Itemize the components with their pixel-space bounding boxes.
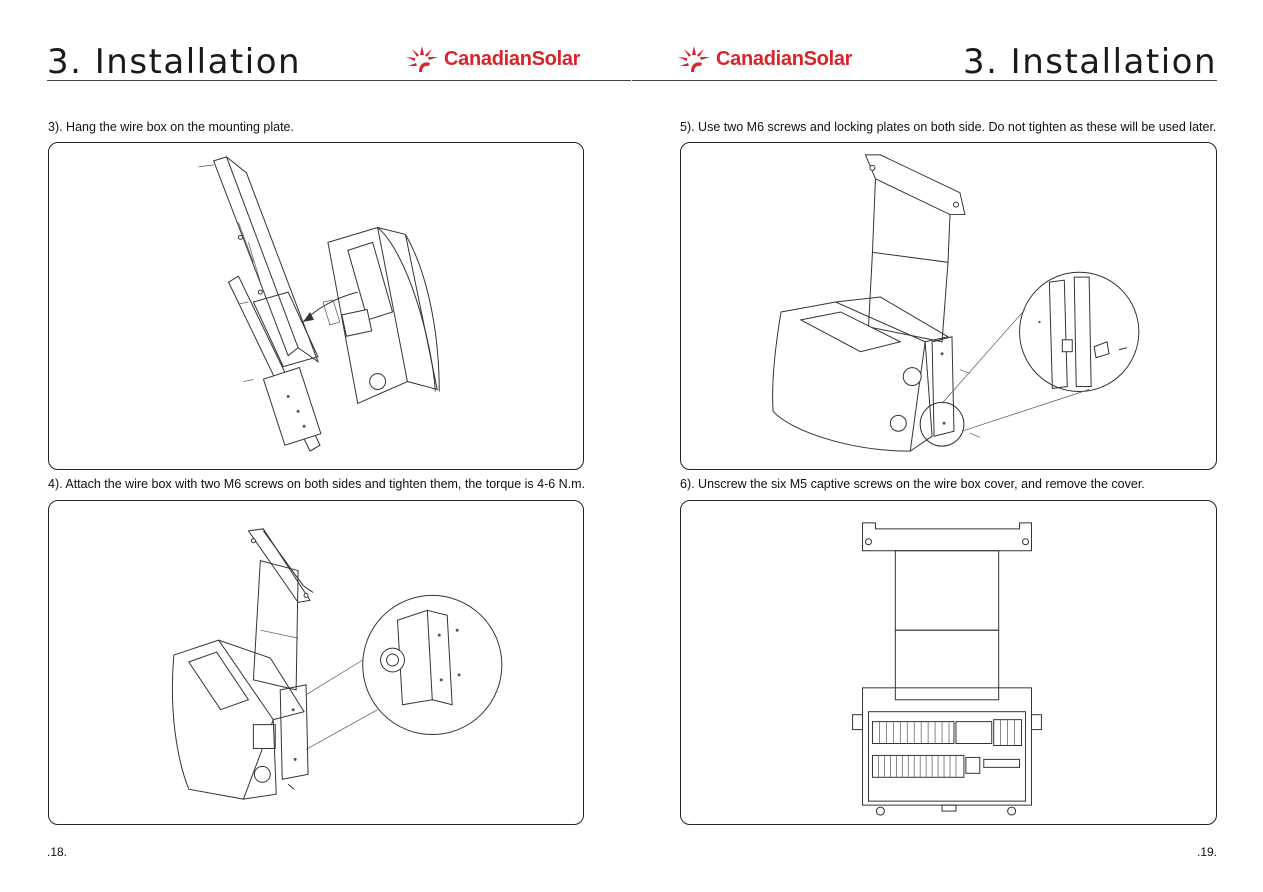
step-5-text: 5). Use two M6 screws and locking plates… (680, 120, 1217, 134)
page-number: .18. (47, 845, 68, 859)
brand-name: CanadianSolar (444, 47, 581, 70)
sunburst-logo-icon (678, 46, 710, 72)
brand-name: CanadianSolar (716, 47, 853, 70)
header-rule (632, 80, 1217, 81)
page-number: .19. (1196, 845, 1217, 859)
wire-box-attach-figure (48, 500, 584, 825)
header-rule (47, 80, 631, 81)
wire-box-open-figure (680, 500, 1217, 825)
wire-box-hanging-figure (48, 142, 584, 470)
step-4-text: 4). Attach the wire box with two M6 scre… (48, 477, 586, 491)
locking-plates-figure (680, 142, 1217, 470)
brand-logo: CanadianSolar (404, 44, 580, 74)
step-3-text: 3). Hang the wire box on the mounting pl… (48, 120, 294, 134)
brand-logo: CanadianSolar (676, 44, 852, 74)
sunburst-logo-icon (406, 46, 438, 72)
page-title: 3. Installation (47, 42, 302, 82)
right-page: CanadianSolar 3. Installation 5). Use tw… (632, 0, 1263, 892)
page-title: 3. Installation (962, 42, 1217, 82)
step-6-text: 6). Unscrew the six M5 captive screws on… (680, 477, 1145, 491)
left-page: 3. Installation CanadianSolar 3). Hang t… (0, 0, 631, 892)
